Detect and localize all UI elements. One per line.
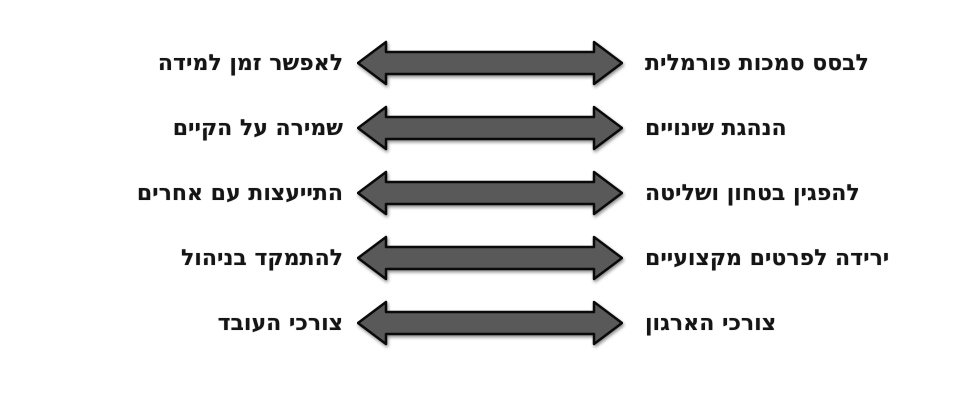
tension-row: התייעצות עם אחרים להפגין בטחון ושליטה	[0, 160, 960, 225]
tension-row: לאפשר זמן למידה לבסס סמכות פורמלית	[0, 30, 960, 95]
right-pole-label: הנהגת שינויים	[645, 114, 787, 141]
left-pole-label: צורכי העובד	[217, 309, 343, 336]
right-pole-label: ירידה לפרטים מקצועיים	[645, 244, 890, 271]
left-pole-label: לאפשר זמן למידה	[157, 49, 343, 76]
double-arrow-icon	[345, 160, 635, 225]
double-arrow-icon	[345, 30, 635, 95]
right-pole-label: להפגין בטחון ושליטה	[645, 179, 860, 206]
tension-row: להתמקד בניהול ירידה לפרטים מקצועיים	[0, 225, 960, 290]
left-pole-label: להתמקד בניהול	[180, 244, 343, 271]
tension-row: צורכי העובד צורכי הארגון	[0, 290, 960, 355]
double-arrow-icon	[345, 95, 635, 160]
left-pole-label: שמירה על הקיים	[172, 114, 343, 141]
double-arrow-icon	[345, 290, 635, 355]
right-pole-label: לבסס סמכות פורמלית	[645, 49, 869, 76]
double-arrow-icon	[345, 225, 635, 290]
tension-row: שמירה על הקיים הנהגת שינויים	[0, 95, 960, 160]
right-pole-label: צורכי הארגון	[645, 309, 777, 336]
left-pole-label: התייעצות עם אחרים	[136, 179, 343, 206]
